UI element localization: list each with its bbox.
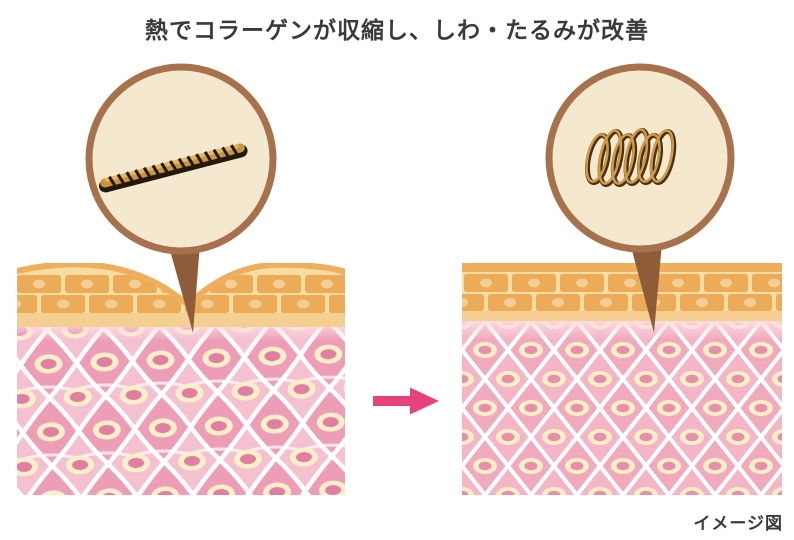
contracted-collagen-coil-icon bbox=[584, 128, 677, 188]
arrow-right-icon bbox=[373, 387, 439, 415]
before-magnifier-pointer bbox=[168, 243, 200, 333]
dermis-layer bbox=[462, 321, 782, 495]
before-skin-panel bbox=[17, 263, 345, 495]
epidermis-layer bbox=[17, 264, 345, 327]
after-magnifier bbox=[545, 63, 735, 253]
after-magnifier-pointer bbox=[630, 243, 662, 333]
smooth-skin-surface bbox=[462, 263, 782, 272]
straight-collagen-fiber-icon bbox=[99, 143, 248, 193]
diagram-title: 熱でコラーゲンが収縮し、しわ・たるみが改善 bbox=[145, 17, 649, 43]
dermis-layer bbox=[17, 323, 345, 495]
image-note: イメージ図 bbox=[693, 514, 783, 533]
after-skin-panel bbox=[462, 263, 782, 495]
before-magnifier bbox=[85, 63, 277, 255]
epidermis-layer bbox=[462, 263, 782, 321]
